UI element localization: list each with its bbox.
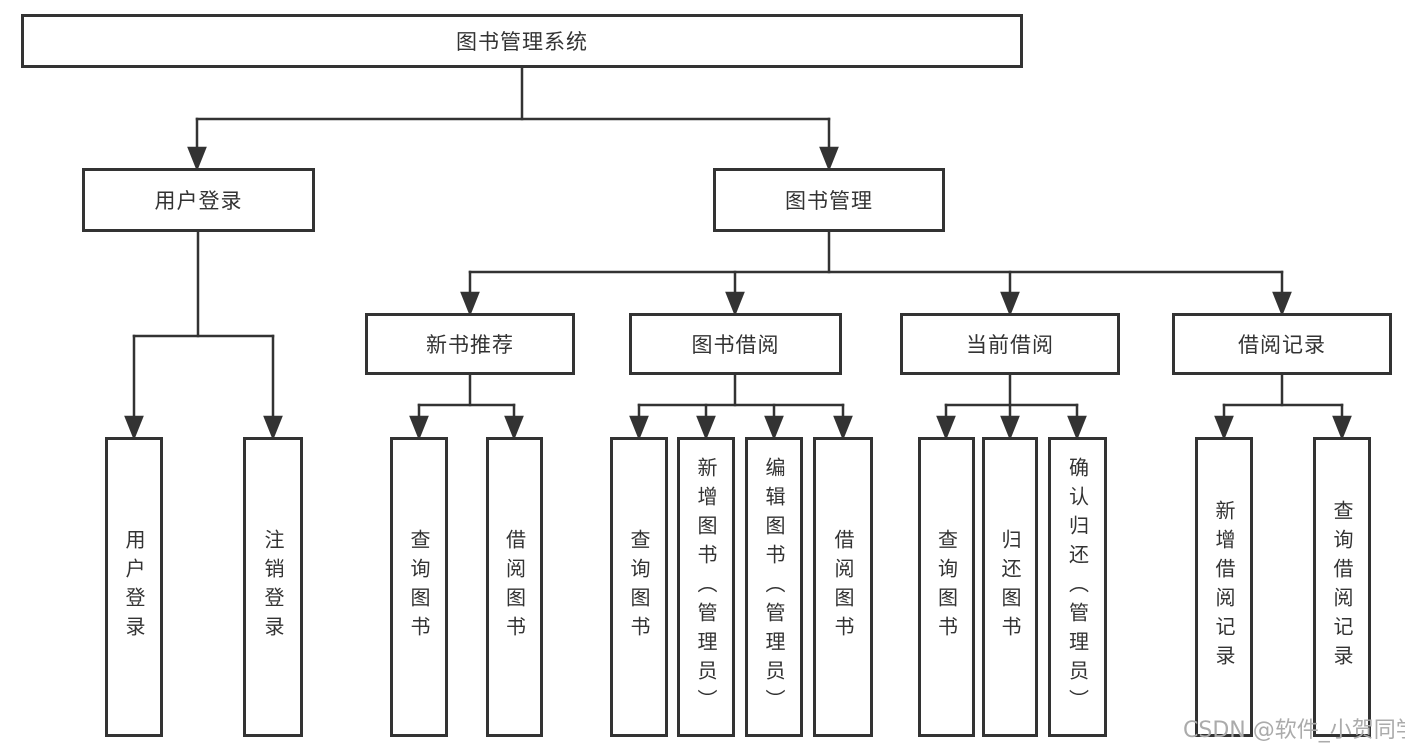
leaf-confirm-return-admin: 确认归还（管理员） [1048,437,1107,737]
csdn-watermark: CSDN @软件_小贺同学 [1183,718,1405,743]
leaf-add-books-admin: 新增图书（管理员） [677,437,735,737]
node-new-book-recommend: 新书推荐 [365,313,575,375]
arrowhead-down-icon [460,291,480,317]
node-label: 借阅记录 [1238,333,1326,357]
arrowhead-down-icon [1272,291,1292,317]
connector-book-borrow-children [629,373,853,441]
node-label: 注销登录 [261,529,285,645]
node-label: 查询图书 [934,529,959,645]
arrowhead-down-icon [696,415,716,441]
leaf-query-borrow-record: 查询借阅记录 [1313,437,1371,737]
arrowhead-down-icon [1000,415,1020,441]
leaf-logout-login: 注销登录 [243,437,303,737]
node-book-borrow: 图书借阅 [629,313,842,375]
node-label: 新增借阅记录 [1212,500,1236,674]
leaf-query-books-borrow: 查询图书 [610,437,668,737]
connector-root-to-level2 [187,66,839,172]
node-label: 编辑图书（管理员） [762,456,786,718]
connector-new-book-recommend-children [409,373,524,441]
leaf-query-books-recommend: 查询图书 [390,437,448,737]
node-label: 用户登录 [122,529,146,645]
node-label: 查询图书 [407,529,431,645]
node-borrow-records: 借阅记录 [1172,313,1392,375]
connector-user-login-children [124,230,283,441]
arrowhead-down-icon [1214,415,1234,441]
arrowhead-down-icon [124,415,144,441]
node-label: 借阅图书 [831,529,855,645]
connector-book-management-children [460,230,1292,317]
leaf-user-login: 用户登录 [105,437,163,737]
node-label: 图书借阅 [691,333,780,357]
connector-current-borrow-children [936,373,1087,441]
node-library-management-system: 图书管理系统 [21,14,1023,68]
leaf-return-books: 归还图书 [982,437,1038,737]
arrowhead-down-icon [1000,291,1020,317]
node-label: 查询借阅记录 [1330,500,1354,674]
arrowhead-down-icon [819,146,839,172]
arrowhead-down-icon [833,415,853,441]
node-label: 新书推荐 [426,333,514,357]
leaf-query-books-current: 查询图书 [918,437,975,737]
node-label: 归还图书 [998,529,1022,645]
node-label: 用户登录 [154,189,243,213]
arrowhead-down-icon [263,415,283,441]
arrowhead-down-icon [1332,415,1352,441]
leaf-add-borrow-record: 新增借阅记录 [1195,437,1253,737]
node-label: 查询图书 [627,529,651,645]
node-label: 图书管理系统 [456,30,588,54]
arrowhead-down-icon [936,415,956,441]
node-label: 图书管理 [785,189,873,213]
node-label: 借阅图书 [502,529,527,645]
arrowhead-down-icon [1067,415,1087,441]
arrowhead-down-icon [409,415,429,441]
node-user-login: 用户登录 [82,168,315,232]
node-current-borrow: 当前借阅 [900,313,1120,375]
arrowhead-down-icon [629,415,649,441]
node-book-management: 图书管理 [713,168,945,232]
connector-borrow-records-children [1214,373,1352,441]
leaf-borrow-books: 借阅图书 [813,437,873,737]
node-label: 确认归还（管理员） [1065,456,1090,718]
arrowhead-down-icon [764,415,784,441]
arrowhead-down-icon [504,415,524,441]
leaf-borrow-books-recommend: 借阅图书 [486,437,543,737]
arrowhead-down-icon [187,146,207,172]
node-label: 新增图书（管理员） [694,456,718,718]
node-label: 当前借阅 [966,333,1054,357]
leaf-edit-books-admin: 编辑图书（管理员） [745,437,803,737]
arrowhead-down-icon [725,291,745,317]
